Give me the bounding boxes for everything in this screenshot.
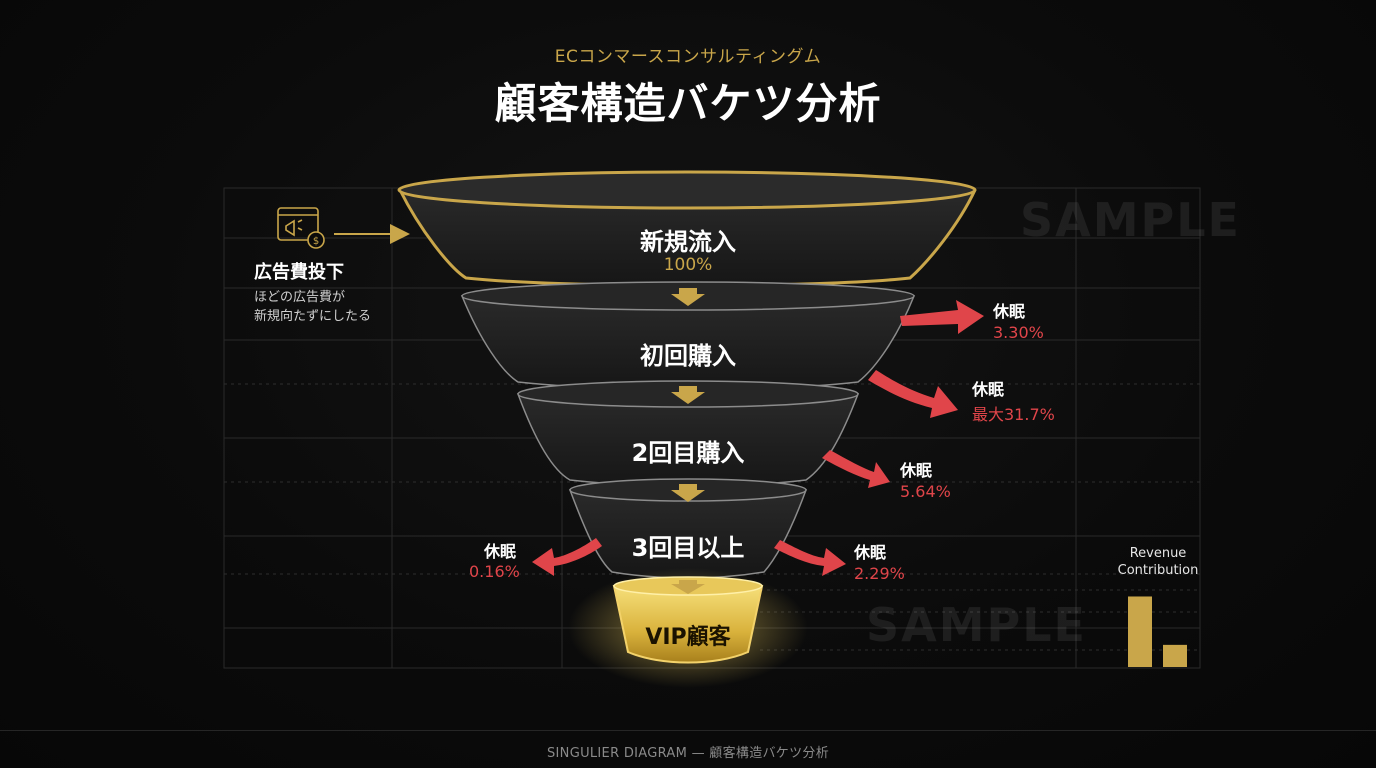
megaphone-icon: $ xyxy=(277,207,325,249)
dormant-3-label: 休眠 xyxy=(900,461,933,480)
subtitle: ECコンマースコンサルティングム xyxy=(554,47,822,67)
footer-divider xyxy=(0,730,1376,731)
dormant-1-label: 休眠 xyxy=(993,302,1026,321)
stage-3-label: 2回目購入 xyxy=(631,439,745,467)
dormant-5-label: 休眠 xyxy=(854,543,887,562)
revenue-label-line2: Contribution xyxy=(1117,563,1199,578)
revenue-label-line1: Revenue xyxy=(1129,546,1187,561)
dormant-2-value: 最大31.7% xyxy=(972,405,1055,424)
revenue-contribution-bars xyxy=(1128,596,1187,667)
page-title: 顧客構造バケツ分析 xyxy=(494,79,882,128)
revenue-contribution-label: Revenue Contribution xyxy=(1106,545,1210,579)
dormant-4-label: 休眠 xyxy=(484,542,517,561)
dormant-2-label: 休眠 xyxy=(972,380,1005,399)
vip-label: VIP顧客 xyxy=(645,625,731,650)
dormant-arrows xyxy=(532,300,984,576)
dormant-4-value: 0.16% xyxy=(469,562,520,581)
watermark-top: SAMPLE xyxy=(1020,193,1241,247)
watermark-bottom: SAMPLE xyxy=(866,598,1087,652)
svg-text:$: $ xyxy=(313,236,319,247)
dormant-5-value: 2.29% xyxy=(854,564,905,583)
revenue-bar-1 xyxy=(1128,596,1152,667)
ad-spend-desc-1: ほどの広告費が xyxy=(254,290,346,305)
footer-text: SINGULIER DIAGRAM — 顧客構造バケツ分析 xyxy=(546,746,830,761)
ad-spend-desc-2: 新規向たずにしたる xyxy=(254,309,372,324)
stage-2-label: 初回購入 xyxy=(640,342,736,370)
flow-arrows xyxy=(671,288,705,594)
dormant-3-value: 5.64% xyxy=(900,482,951,501)
revenue-bar-2 xyxy=(1163,644,1187,667)
stage-1-percent: 100% xyxy=(663,255,713,275)
dormant-1-value: 3.30% xyxy=(993,323,1044,342)
vip-bucket xyxy=(568,568,808,688)
ad-spend-title: 広告費投下 xyxy=(254,262,344,283)
stage-4-label: 3回目以上 xyxy=(631,534,745,562)
funnel-stage-2 xyxy=(460,281,916,391)
stage-1-label: 新規流入 xyxy=(640,228,736,256)
